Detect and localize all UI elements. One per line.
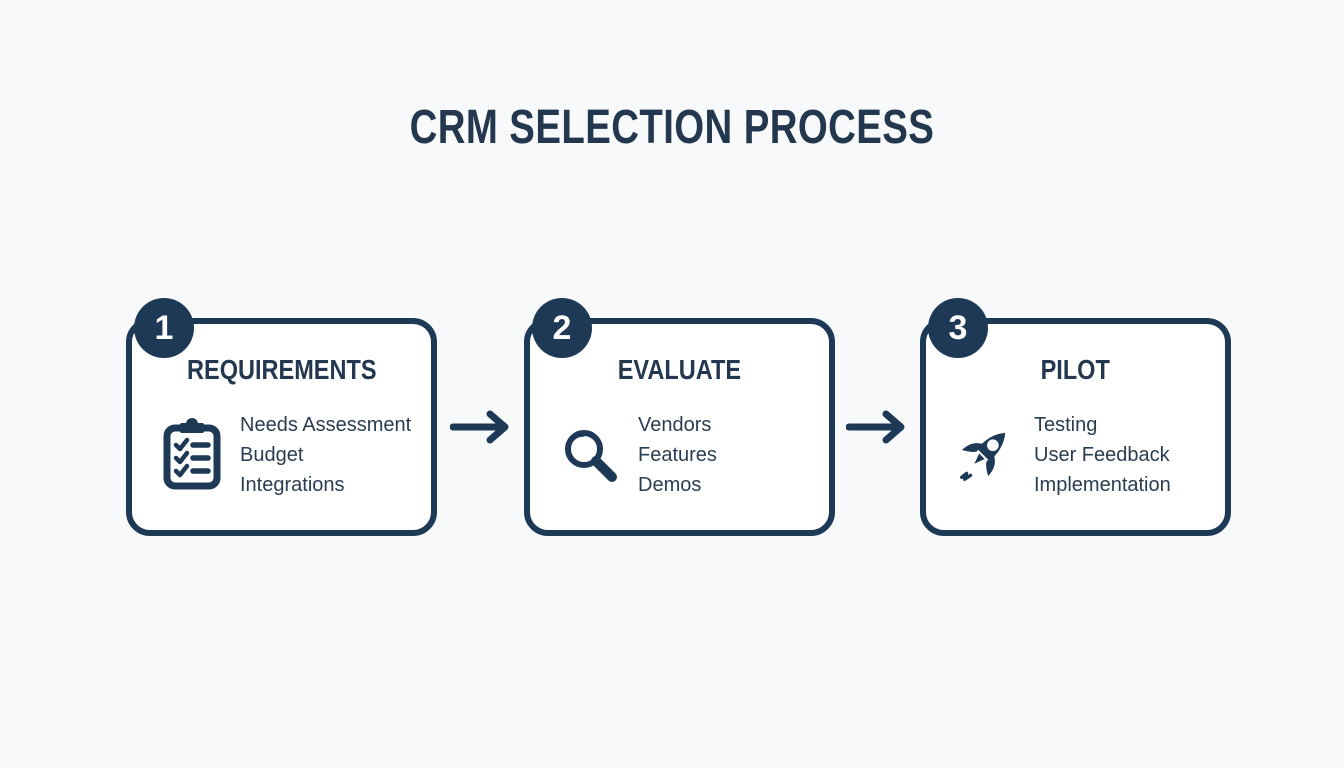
step-item: Demos xyxy=(638,474,702,496)
step-item: Needs Assessment xyxy=(240,414,412,436)
step-card-evaluate: 2 EVALUATE Vendors Features Demos xyxy=(524,298,835,536)
step-title: REQUIREMENTS xyxy=(186,354,377,385)
step-card-pilot: 3 PILOT Testing User Feedb xyxy=(920,298,1231,536)
arrow-right-icon xyxy=(449,407,512,447)
step-item-list: Vendors Features Demos xyxy=(638,410,717,500)
step-title: PILOT xyxy=(1040,354,1111,385)
step-item-list: Testing User Feedback Implementation xyxy=(1034,410,1171,500)
step-item: Budget xyxy=(240,444,304,466)
step-item-list: Needs Assessment Budget Integrations xyxy=(240,410,411,500)
page-title-text: CRM SELECTION PROCESS xyxy=(409,101,935,154)
step-number-badge: 1 xyxy=(134,298,194,358)
step-number-badge: 2 xyxy=(532,298,592,358)
step-title: EVALUATE xyxy=(617,354,742,385)
step-item: Integrations xyxy=(240,474,345,496)
step-item: User Feedback xyxy=(1034,444,1170,466)
step-content: Needs Assessment Budget Integrations xyxy=(132,410,431,500)
step-item: Testing xyxy=(1034,414,1098,436)
rocket-icon xyxy=(954,412,1018,498)
magnifying-glass-icon xyxy=(558,412,622,498)
step-item: Vendors xyxy=(638,414,712,436)
step-number-badge: 3 xyxy=(928,298,988,358)
arrow-right-icon xyxy=(845,407,908,447)
step-card-requirements: 1 REQUIREMENTS Needs Assessment xyxy=(126,298,437,536)
step-item: Features xyxy=(638,444,717,466)
step-content: Testing User Feedback Implementation xyxy=(926,410,1225,500)
step-content: Vendors Features Demos xyxy=(530,410,829,500)
page-title: CRM SELECTION PROCESS xyxy=(0,100,1344,155)
step-item: Implementation xyxy=(1034,474,1171,496)
checklist-clipboard-icon xyxy=(160,412,224,498)
